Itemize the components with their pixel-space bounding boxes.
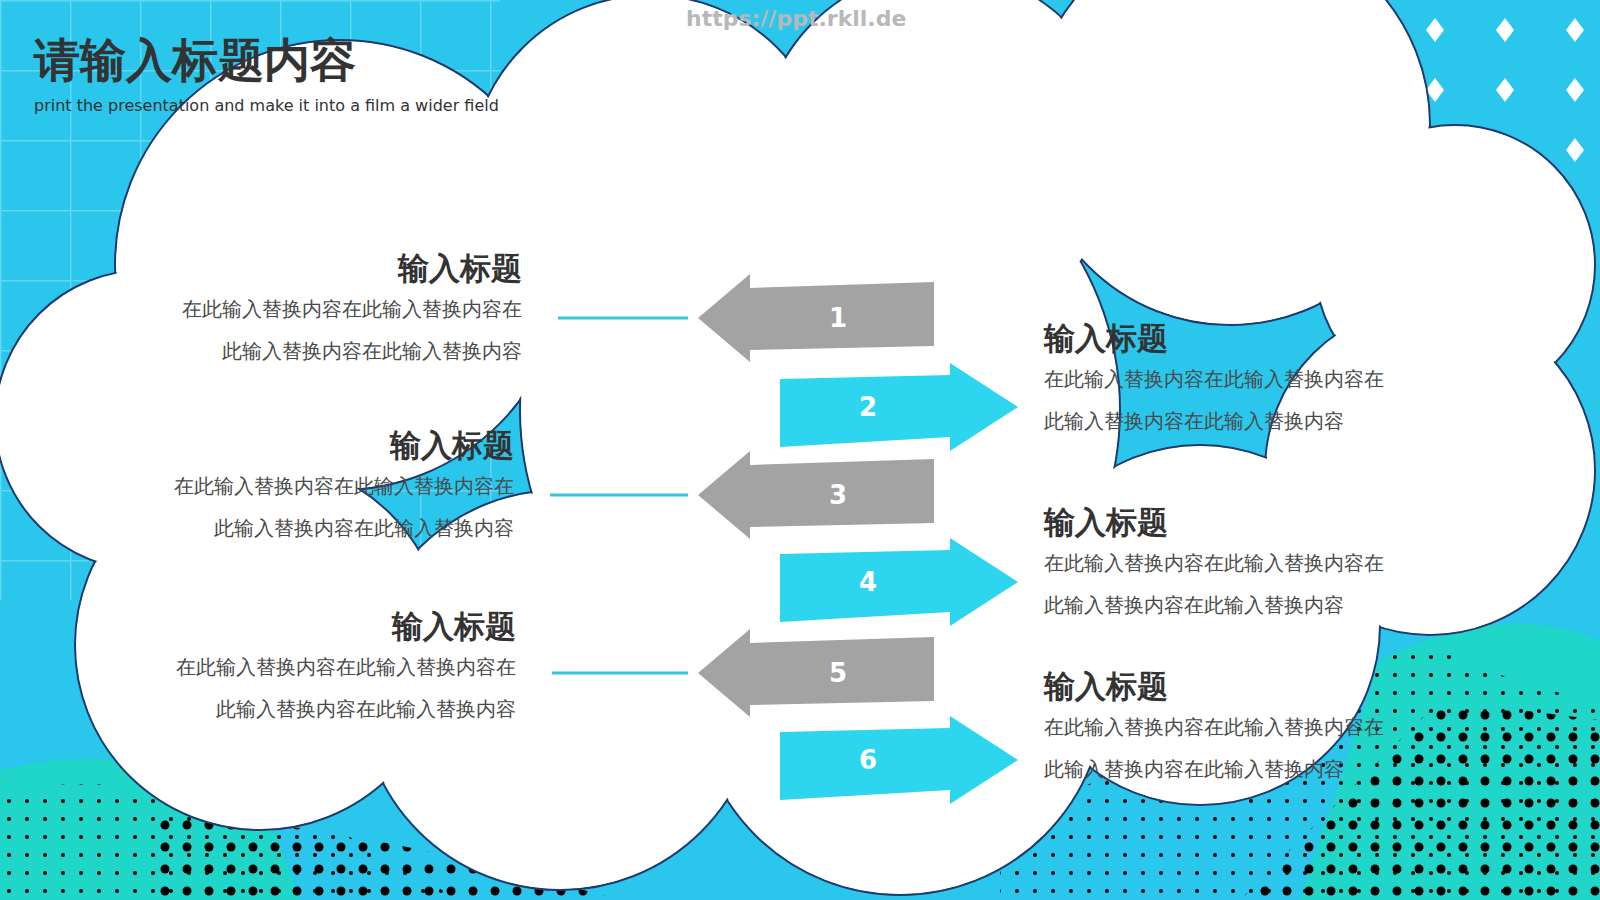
text-block: 输入标题在此输入替换内容在此输入替换内容在 此输入替换内容在此输入替换内容 <box>76 606 516 730</box>
text-block: 输入标题在此输入替换内容在此输入替换内容在 此输入替换内容在此输入替换内容 <box>1044 666 1484 790</box>
arrow-fill <box>698 451 934 539</box>
watermark: https://ppt.rkll.de <box>686 6 906 31</box>
arrow-shape: 4 <box>780 538 1020 626</box>
block-heading: 输入标题 <box>82 248 522 288</box>
slide-subtitle: print the presentation and make it into … <box>34 96 499 115</box>
arrow-shape: 1 <box>698 274 938 362</box>
step-number: 3 <box>798 482 878 508</box>
slide-title: 请输入标题内容 <box>34 30 356 92</box>
arrow-fill <box>698 629 934 717</box>
arrow-shape: 5 <box>698 629 938 717</box>
cloud-fill <box>522 112 1119 709</box>
text-block: 输入标题在此输入替换内容在此输入替换内容在 此输入替换内容在此输入替换内容 <box>1044 318 1484 442</box>
text-block: 输入标题在此输入替换内容在此输入替换内容在 此输入替换内容在此输入替换内容 <box>1044 502 1484 626</box>
arrow-shape: 6 <box>780 716 1020 804</box>
text-block: 输入标题在此输入替换内容在此输入替换内容在 此输入替换内容在此输入替换内容 <box>82 248 522 372</box>
step-number: 2 <box>828 394 908 420</box>
arrow-outline <box>780 363 1020 451</box>
block-body: 在此输入替换内容在此输入替换内容在 此输入替换内容在此输入替换内容 <box>1044 358 1396 442</box>
block-heading: 输入标题 <box>1044 318 1484 358</box>
block-body: 在此输入替换内容在此输入替换内容在 此输入替换内容在此输入替换内容 <box>164 646 516 730</box>
step-number: 1 <box>798 305 878 331</box>
block-heading: 输入标题 <box>74 425 514 465</box>
block-body: 在此输入替换内容在此输入替换内容在 此输入替换内容在此输入替换内容 <box>1044 542 1396 626</box>
arrow-outline <box>698 451 938 539</box>
block-body: 在此输入替换内容在此输入替换内容在 此输入替换内容在此输入替换内容 <box>1044 706 1396 790</box>
arrow-outline <box>698 274 938 362</box>
step-number: 4 <box>828 569 908 595</box>
arrow-outline <box>780 538 1020 626</box>
arrow-fill <box>780 716 1018 804</box>
arrow-outline <box>780 716 1020 804</box>
arrow-fill <box>780 538 1018 626</box>
cloud-outline <box>520 110 1120 710</box>
connector-line <box>558 317 688 320</box>
arrow-fill <box>780 363 1018 451</box>
arrow-shape: 2 <box>780 363 1020 451</box>
arrow-fill <box>698 274 934 362</box>
block-heading: 输入标题 <box>1044 666 1484 706</box>
block-body: 在此输入替换内容在此输入替换内容在 此输入替换内容在此输入替换内容 <box>162 465 514 549</box>
arrow-outline <box>698 629 938 717</box>
step-number: 6 <box>828 747 908 773</box>
connector-line <box>552 672 688 675</box>
text-block: 输入标题在此输入替换内容在此输入替换内容在 此输入替换内容在此输入替换内容 <box>74 425 514 549</box>
block-heading: 输入标题 <box>76 606 516 646</box>
step-number: 5 <box>798 660 878 686</box>
arrow-shape: 3 <box>698 451 938 539</box>
block-heading: 输入标题 <box>1044 502 1484 542</box>
connector-line <box>550 494 688 497</box>
block-body: 在此输入替换内容在此输入替换内容在 此输入替换内容在此输入替换内容 <box>170 288 522 372</box>
